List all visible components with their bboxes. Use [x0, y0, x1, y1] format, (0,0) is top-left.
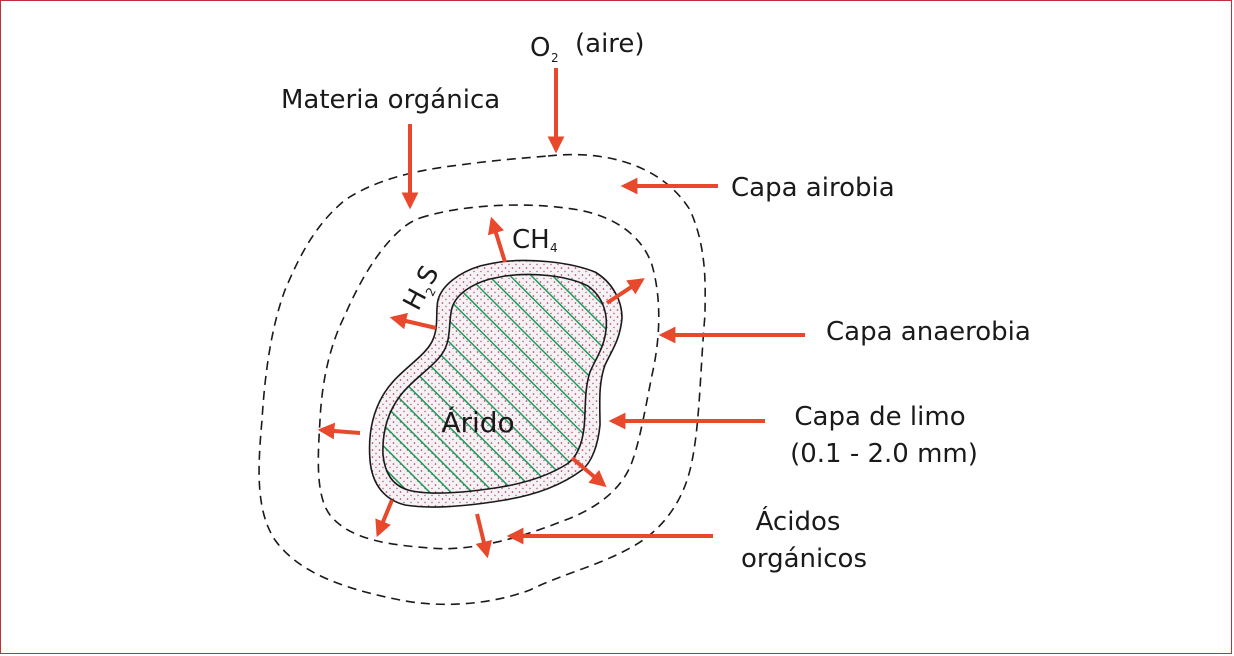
- diffusion-arrow-left: [317, 422, 361, 440]
- organic-acids-label-line2: orgánicos: [741, 544, 867, 574]
- diffusion-arrow-lower-left: [375, 499, 394, 538]
- slime-layer-label-line1: Capa de limo: [794, 402, 965, 432]
- o2-label: O 2 (aire): [530, 29, 645, 65]
- o2-subscript: 2: [551, 51, 559, 65]
- diffusion-arrow-lower-right: [570, 456, 607, 488]
- aerobic-layer-boundary: [258, 153, 706, 606]
- h2s-s: S: [411, 261, 445, 290]
- o2-note: (aire): [575, 29, 645, 59]
- diffusion-arrow-bottom: [475, 513, 492, 559]
- aggregate-core: [382, 273, 608, 494]
- organic-acids-label-line1: Ácidos: [756, 505, 841, 537]
- aerobic-layer-label: Capa airobia: [731, 173, 895, 203]
- methane-symbol: CH: [512, 225, 550, 255]
- anaerobic-layer-label: Capa anaerobia: [826, 317, 1031, 347]
- aggregate-label: Árido: [441, 405, 514, 439]
- organic-matter-label: Materia orgánica: [281, 85, 500, 115]
- methane-label: CH 4: [512, 225, 558, 255]
- o2-symbol: O: [530, 33, 550, 63]
- slime-layer-label-line2: (0.1 - 2.0 mm): [790, 439, 978, 469]
- diffusion-arrow-h2s: [389, 312, 437, 330]
- diffusion-arrow-ch4: [487, 216, 507, 263]
- diffusion-arrow-upper-right: [605, 278, 645, 305]
- methane-subscript: 4: [550, 241, 558, 255]
